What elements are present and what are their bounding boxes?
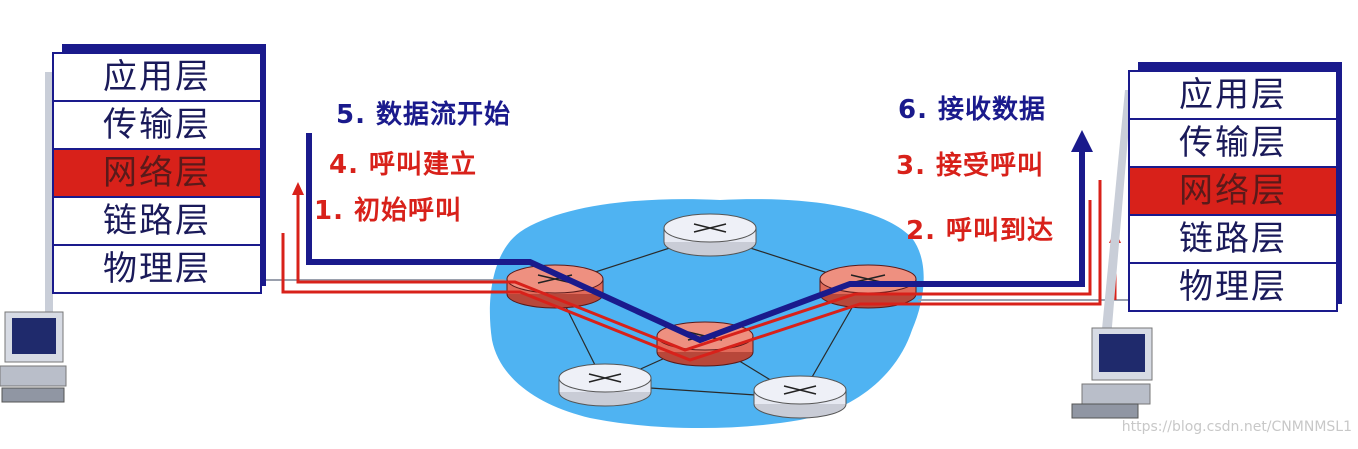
left-layer-network: 网络层 (54, 150, 260, 198)
signal-arrow-up-left (292, 182, 304, 195)
right-layer-network: 网络层 (1130, 168, 1336, 216)
step3-label: 3. 接受呼叫 (896, 151, 1045, 181)
left-host-computer-icon (0, 72, 67, 403)
left-layer-transport: 传输层 (54, 102, 260, 150)
right-protocol-stack: 应用层 传输层 网络层 链路层 物理层 (1128, 62, 1342, 312)
step5-label: 5. 数据流开始 (336, 100, 512, 130)
router-top (663, 213, 757, 257)
router-bottom-left (558, 363, 652, 407)
left-layer-physical: 物理层 (103, 249, 211, 289)
right-host-computer-icon (1071, 90, 1153, 419)
data-arrow-up (1071, 130, 1093, 152)
data-path (306, 133, 1085, 344)
right-layer-link: 链路层 (1130, 216, 1336, 264)
left-layer-application: 应用层 (54, 54, 260, 102)
right-layer-physical: 物理层 (1179, 267, 1287, 307)
left-protocol-stack: 应用层 传输层 网络层 链路层 物理层 (52, 44, 266, 294)
right-layer-application: 应用层 (1130, 72, 1336, 120)
left-layer-link: 链路层 (54, 198, 260, 246)
right-layer-transport: 传输层 (1130, 120, 1336, 168)
router-bottom-right (753, 375, 847, 419)
step2-label: 2. 呼叫到达 (906, 216, 1055, 246)
step1-label: 1. 初始呼叫 (314, 196, 463, 226)
step6-label: 6. 接收数据 (898, 95, 1047, 125)
watermark: https://blog.csdn.net/CNMNMSL1 (1121, 419, 1352, 435)
step4-label: 4. 呼叫建立 (329, 150, 478, 180)
